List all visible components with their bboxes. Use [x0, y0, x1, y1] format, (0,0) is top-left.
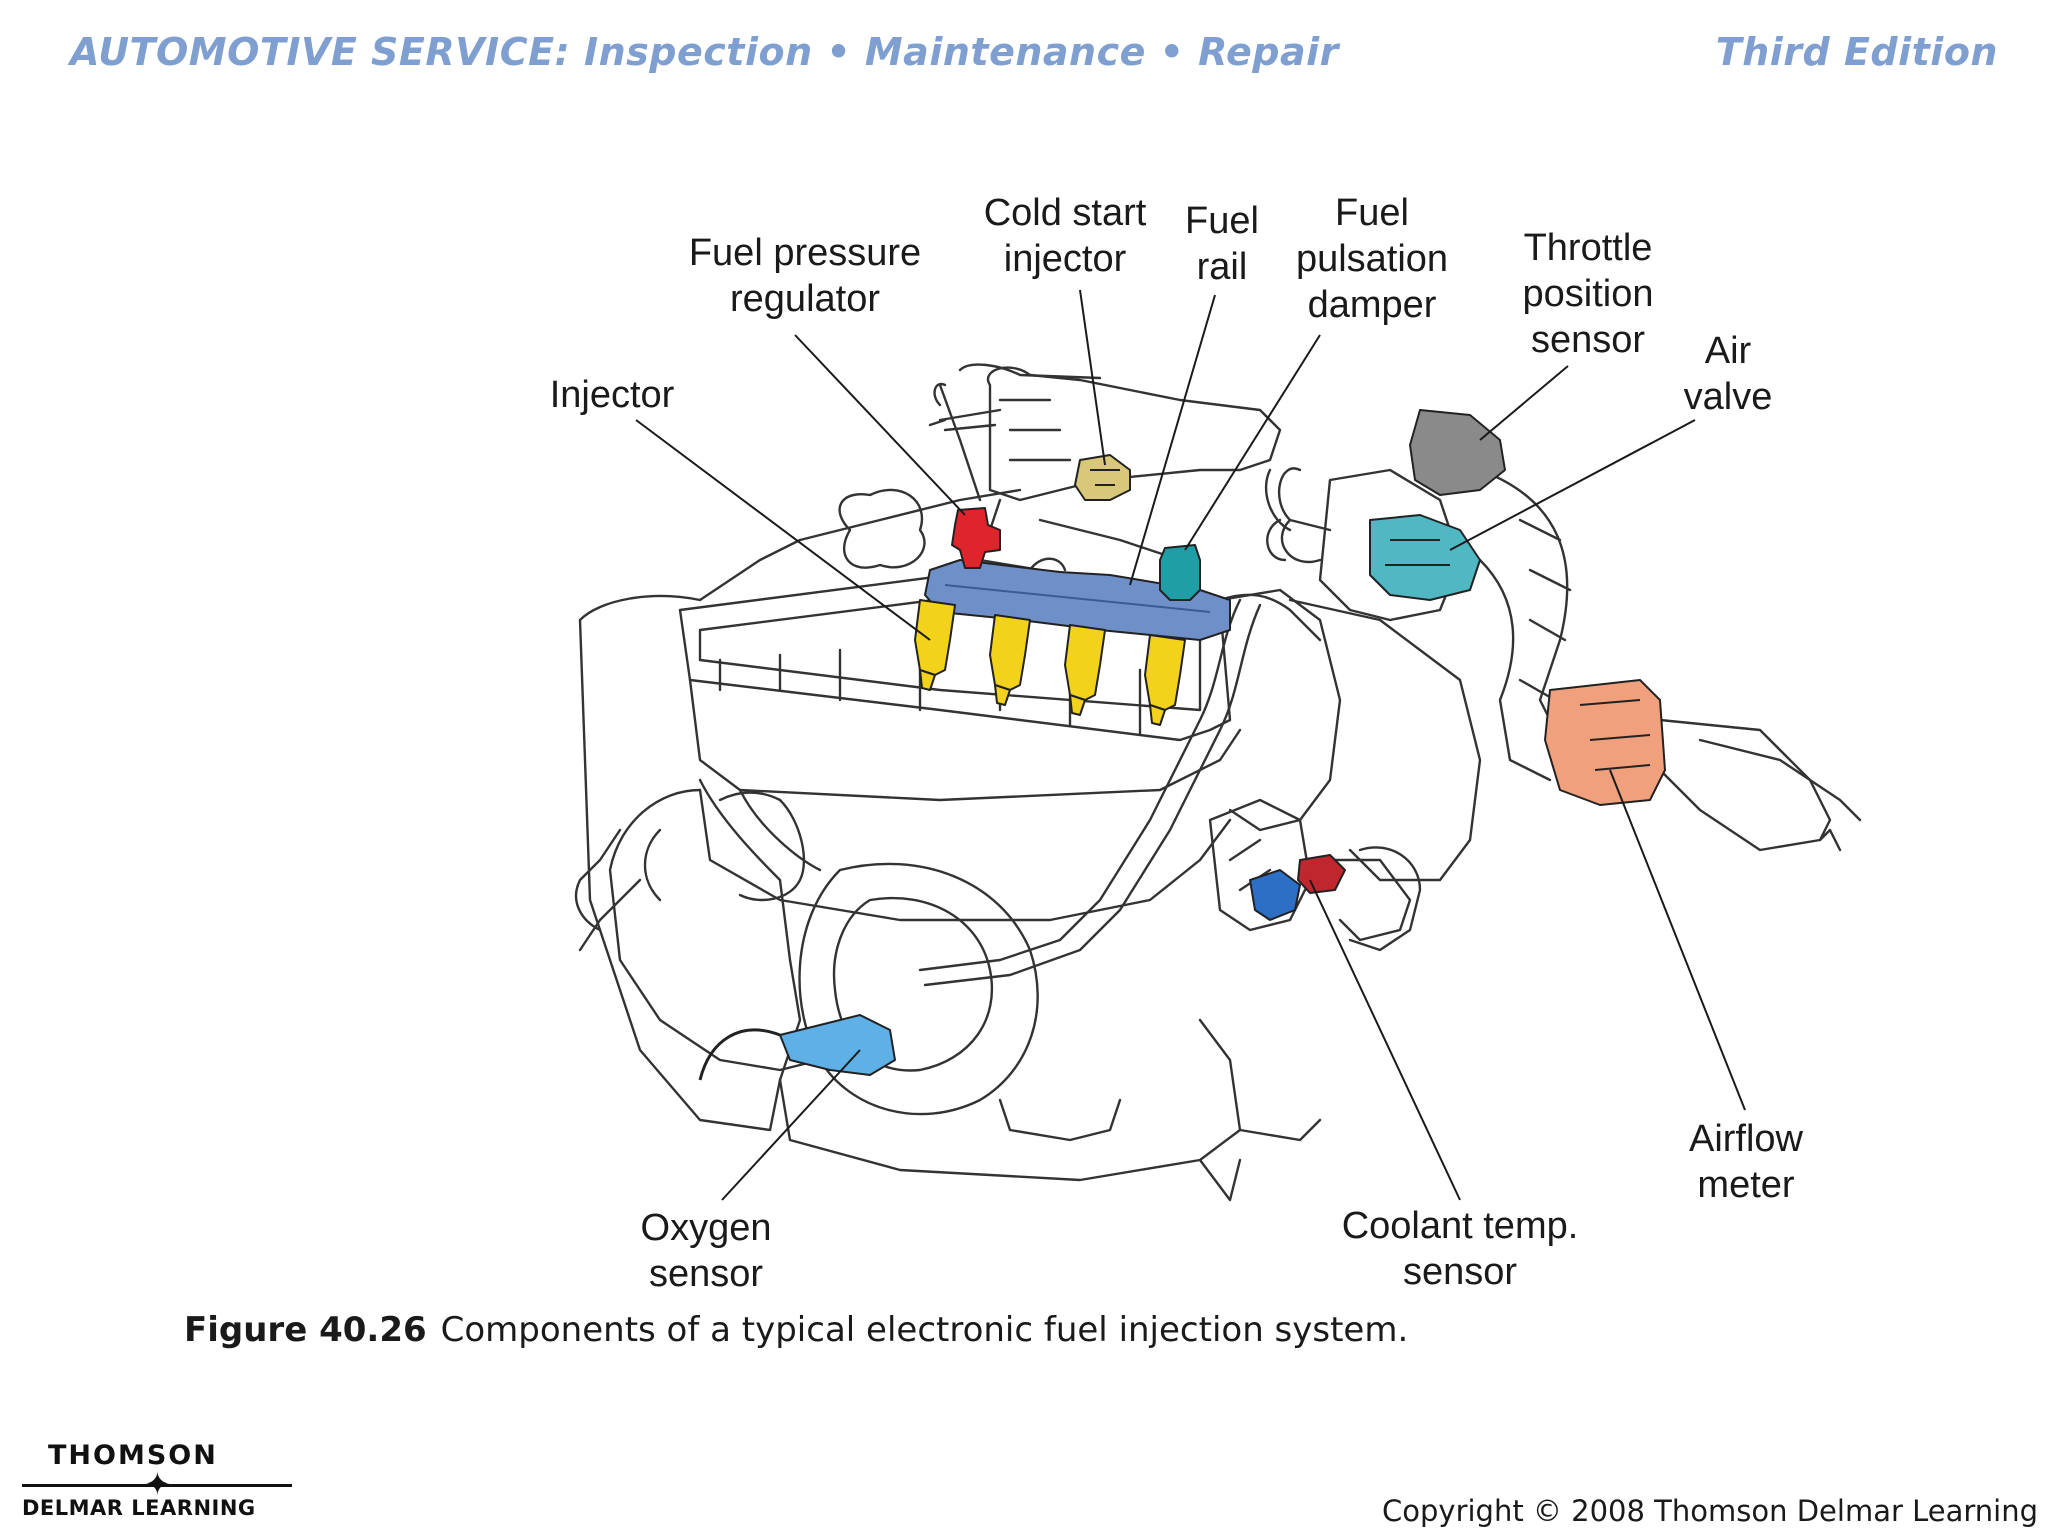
leader-fuel-pressure-regulator — [794, 334, 966, 516]
fuel-feed-hose — [1218, 593, 1322, 642]
figure-caption: Figure 40.26 Components of a typical elec… — [184, 1310, 1408, 1350]
cold-start-injector-shape — [1074, 454, 1131, 501]
publisher-logo: THOMSON ✦ DELMAR LEARNING — [22, 1440, 312, 1530]
oil-pan-detail — [1198, 1118, 1322, 1202]
intake-plenum — [986, 366, 1282, 502]
air-intake-hose — [1478, 468, 1602, 782]
crank-pulley-inner — [832, 896, 994, 1072]
fuel-rail-highlight — [944, 584, 1211, 613]
airflow-meter-shape — [1544, 679, 1666, 806]
label-oxygen-sensor: Oxygen sensor — [640, 1207, 772, 1295]
tensioner — [574, 828, 622, 932]
injector-1-tip — [919, 669, 936, 691]
airflow-meter-detail — [1579, 699, 1651, 771]
injector-4 — [1144, 634, 1186, 711]
edition-label: Third Edition — [1715, 30, 1998, 74]
crank-pulley — [798, 862, 1039, 1116]
oxygen-sensor-wire — [698, 1028, 781, 1081]
leader-coolant-temp-sensor — [1309, 879, 1461, 1201]
injector-4-tip — [1149, 704, 1166, 726]
oil-pan-lower — [998, 1098, 1122, 1142]
oxygen-sensor-shape — [779, 1014, 896, 1076]
star-icon: ✦ — [144, 1466, 171, 1502]
airflow-meter-housing — [1658, 718, 1832, 852]
label-coolant-temp-sensor: Coolant temp. sensor — [1341, 1205, 1579, 1293]
coolant-sensor-blue — [1249, 869, 1301, 921]
figure-number: Figure 40.26 — [184, 1310, 427, 1350]
label-fuel-rail: Fuel rail — [1185, 200, 1259, 288]
engine-block-lower — [698, 788, 1232, 922]
oil-pan — [778, 1018, 1242, 1182]
injector-2 — [989, 614, 1031, 691]
water-outlet — [1328, 858, 1412, 942]
leader-airflow-meter — [1609, 769, 1746, 1111]
copyright-notice: Copyright © 2008 Thomson Delmar Learning — [1382, 1494, 2038, 1528]
leader-fuel-rail — [1129, 294, 1216, 586]
leader-oxygen-sensor — [721, 1049, 861, 1201]
intake-runner-right-2 — [1288, 598, 1482, 882]
label-injector: Injector — [549, 374, 675, 416]
logo-divider — [22, 1484, 292, 1487]
label-fuel-pulsation-damper: Fuel pulsation damper — [1295, 192, 1449, 326]
engine-block — [688, 678, 1242, 802]
coolant-pipe — [978, 498, 1182, 572]
fuel-pulsation-damper-shape — [1159, 544, 1201, 601]
thermostat-housing — [1208, 798, 1312, 932]
label-air-valve: Air valve — [1683, 330, 1773, 418]
label-fuel-pressure-regulator: Fuel pressure regulator — [688, 232, 922, 320]
logo-delmar: DELMAR LEARNING — [22, 1496, 256, 1520]
air-intake-hose-ribs — [1518, 518, 1572, 702]
engine-outline-left — [698, 488, 1022, 602]
intake-plenum-inner — [998, 398, 1072, 462]
leader-throttle-position-sensor — [1479, 365, 1569, 441]
leader-cold-start-injector — [1079, 289, 1106, 466]
exhaust-manifold — [698, 778, 802, 1082]
label-throttle-position-sensor: Throttle position sensor — [1522, 227, 1654, 361]
left-mount — [578, 828, 662, 952]
leader-lines — [635, 289, 1746, 1201]
intake-pipe — [928, 408, 1002, 432]
thermostat-housing-2 — [1348, 846, 1422, 952]
injector-1 — [914, 599, 956, 676]
leader-fuel-pulsation-damper — [1184, 334, 1321, 551]
airflow-meter-duct — [1698, 738, 1862, 852]
leader-air-valve — [1449, 419, 1696, 551]
engine-outline — [574, 363, 1862, 1202]
figure-caption-text: Components of a typical electronic fuel … — [440, 1310, 1409, 1350]
coolant-sensor-red — [1297, 854, 1346, 894]
throttle-position-sensor-shape — [1409, 409, 1506, 496]
intake-runner-right — [1218, 588, 1342, 832]
alternator — [718, 791, 806, 902]
injector-3 — [1064, 624, 1106, 701]
engine-outline-rear — [578, 594, 782, 1132]
throttle-bracket — [1264, 468, 1292, 562]
injector-2-tip — [994, 684, 1011, 706]
label-airflow-meter: Airflow meter — [1688, 1118, 1804, 1206]
book-title: AUTOMOTIVE SERVICE: Inspection • Mainten… — [70, 30, 1339, 74]
exhaust-manifold-2 — [738, 788, 822, 872]
throttle-body-outline — [1318, 468, 1462, 622]
leader-injector — [635, 419, 931, 641]
cold-start-injector-detail — [1090, 469, 1120, 486]
air-valve-shape — [1369, 514, 1481, 601]
label-cold-start-injector: Cold start injector — [983, 192, 1147, 280]
logo-thomson: THOMSON — [48, 1440, 218, 1471]
injector-3-tip — [1069, 694, 1086, 716]
fuel-pressure-regulator-shape — [951, 507, 1001, 569]
colored-components — [698, 409, 1666, 1081]
front-cover — [608, 788, 822, 1072]
plenum-top — [958, 363, 1102, 380]
air-valve-detail — [1385, 539, 1450, 566]
injectors — [914, 599, 1186, 726]
oil-filler-cap — [838, 488, 926, 569]
upper-plenum — [933, 382, 982, 502]
